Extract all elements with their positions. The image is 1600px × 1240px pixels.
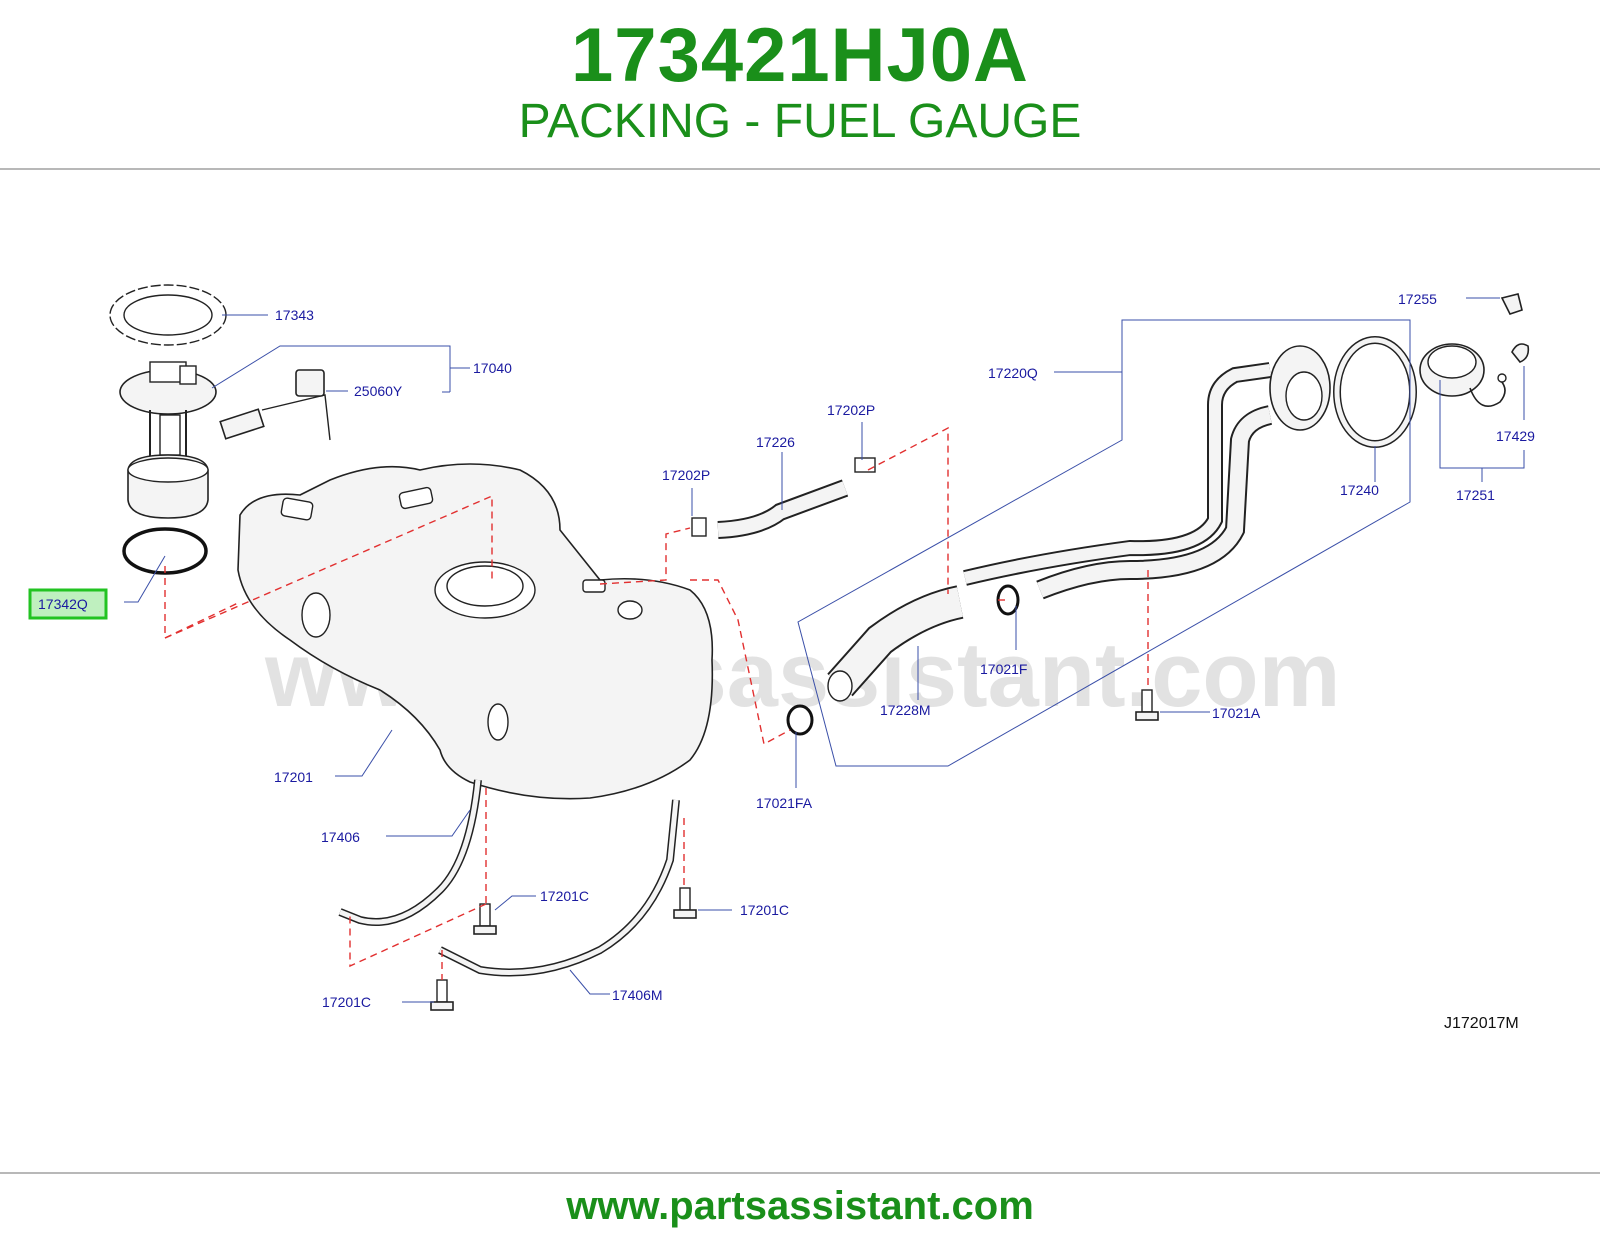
callout-17220q[interactable]: 17220Q <box>988 365 1038 381</box>
callout-17201c-b[interactable]: 17201C <box>740 902 789 918</box>
callout-17251[interactable]: 17251 <box>1456 487 1495 503</box>
callout-17202p-b[interactable]: 17202P <box>827 402 875 418</box>
filler-cap <box>1419 293 1530 407</box>
callout-17342q[interactable]: 17342Q <box>38 596 88 612</box>
callout-17226[interactable]: 17226 <box>756 434 795 450</box>
callout-17021f[interactable]: 17021F <box>980 661 1027 677</box>
callout-25060y[interactable]: 25060Y <box>354 383 403 399</box>
callout-17255[interactable]: 17255 <box>1398 291 1437 307</box>
part-number-title: 173421HJ0A <box>571 13 1029 98</box>
fuel-tank <box>237 463 714 800</box>
callout-17343[interactable]: 17343 <box>275 307 314 323</box>
callout-17201c-c[interactable]: 17201C <box>322 994 371 1010</box>
footer-site-link[interactable]: www.partsassistant.com <box>566 1184 1034 1228</box>
tank-straps <box>338 779 680 977</box>
alignment-lines <box>164 426 1149 980</box>
callout-17406m[interactable]: 17406M <box>612 987 663 1003</box>
hoses <box>691 457 1020 736</box>
parts-diagram: www.partsassistant.com <box>28 284 1535 1032</box>
diagram-code: J172017M <box>1444 1015 1519 1032</box>
callout-17429[interactable]: 17429 <box>1496 428 1535 444</box>
callout-17406[interactable]: 17406 <box>321 829 360 845</box>
footer-divider <box>0 1172 1600 1174</box>
header-divider <box>0 168 1600 170</box>
filler-pipe <box>963 345 1331 600</box>
part-name-subtitle: PACKING - FUEL GAUGE <box>518 95 1082 148</box>
leader-lines <box>124 297 1525 1003</box>
bolts <box>430 689 1159 1011</box>
callout-17021a[interactable]: 17021A <box>1212 705 1261 721</box>
callout-17040[interactable]: 17040 <box>473 360 512 376</box>
callout-17021fa[interactable]: 17021FA <box>756 795 813 811</box>
callout-17201[interactable]: 17201 <box>274 769 313 785</box>
callout-labels: 17343 17040 25060Y 17342Q 17201 17406 17… <box>38 291 1535 1010</box>
callout-17240[interactable]: 17240 <box>1340 482 1379 498</box>
page-header: 173421HJ0A PACKING - FUEL GAUGE <box>0 0 1600 168</box>
highlight-box <box>28 588 108 620</box>
callout-17228m[interactable]: 17228M <box>880 702 931 718</box>
callout-17202p-a[interactable]: 17202P <box>662 467 710 483</box>
callout-17201c-a[interactable]: 17201C <box>540 888 589 904</box>
